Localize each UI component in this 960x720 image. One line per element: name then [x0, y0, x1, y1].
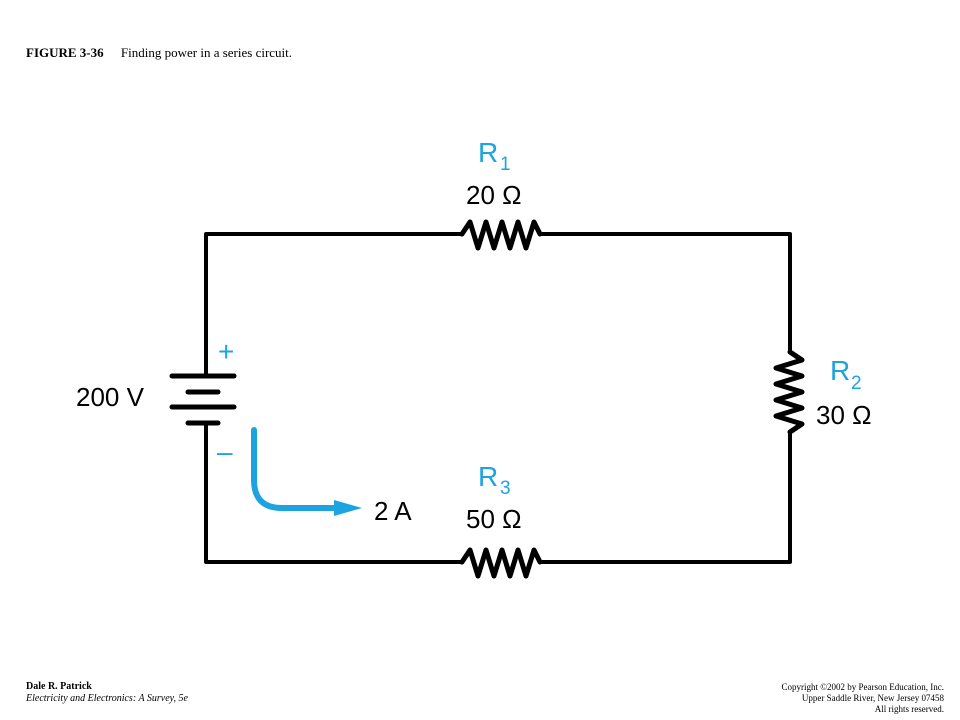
footer-copyright-line: Copyright ©2002 by Pearson Education, In… — [781, 682, 944, 692]
source-voltage-label: 200 V — [76, 382, 145, 412]
r2-name-letter: R — [830, 355, 850, 386]
footer-rights-line: All rights reserved. — [874, 704, 944, 714]
battery-plus-sign: + — [218, 336, 234, 367]
r2-name-subscript: 2 — [851, 373, 862, 394]
current-value-label: 2 A — [374, 496, 412, 526]
r3-name-letter: R — [478, 461, 498, 492]
footer-book-title: Electricity and Electronics: A Survey, 5… — [26, 693, 188, 704]
wire-right-lower — [538, 430, 792, 564]
resistor-r2-symbol — [773, 349, 805, 435]
footer-credits: Dale R. Patrick Electricity and Electron… — [26, 681, 188, 705]
figure-number: FIGURE 3-36 — [26, 45, 104, 60]
wire-top-left — [204, 232, 464, 362]
r3-value-label: 50 Ω — [466, 504, 522, 534]
resistor-r3-symbol — [459, 547, 543, 579]
figure-caption: FIGURE 3-36 Finding power in a series ci… — [26, 45, 292, 61]
r1-name-letter: R — [478, 137, 498, 168]
battery-symbol — [169, 358, 237, 426]
footer-author: Dale R. Patrick — [26, 681, 92, 692]
battery-minus-sign: – — [217, 436, 233, 467]
wire-top-right — [538, 232, 792, 354]
figure-title: Finding power in a series circuit. — [120, 45, 293, 60]
footer-copyright: Copyright ©2002 by Pearson Education, In… — [781, 682, 944, 715]
resistor-r1-symbol — [459, 219, 543, 251]
r3-name-subscript: 3 — [500, 478, 511, 499]
r2-value-label: 30 Ω — [816, 400, 872, 430]
current-arrow-head-icon — [334, 500, 362, 516]
r1-name-subscript: 1 — [500, 154, 511, 175]
current-arrow — [251, 427, 339, 511]
footer-address-line: Upper Saddle River, New Jersey 07458 — [801, 693, 944, 703]
wire-bottom-left — [204, 422, 464, 564]
r1-value-label: 20 Ω — [466, 180, 522, 210]
